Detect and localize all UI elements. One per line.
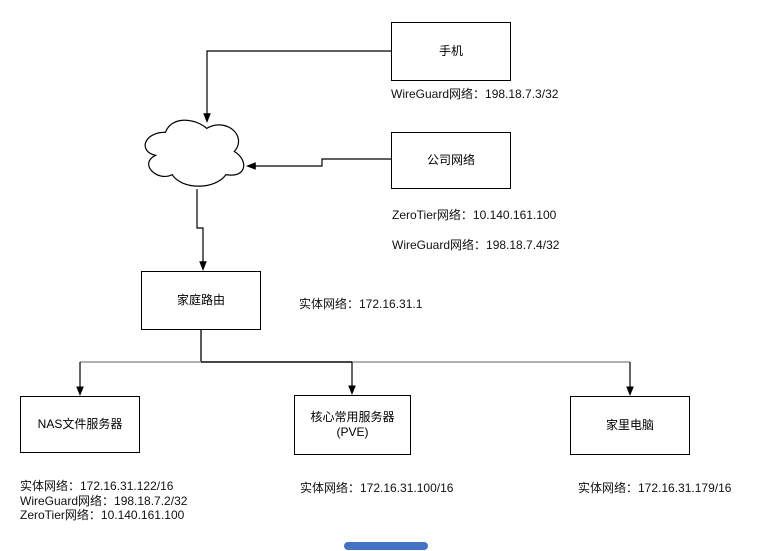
arrowhead-bus-to-pve	[348, 385, 356, 395]
bottom-scroll-indicator-bar[interactable]	[344, 542, 428, 550]
edge-cloud-to-router	[196, 189, 204, 263]
annotation-nas-block: 实体网络：172.16.31.122/16 WireGuard网络：198.18…	[20, 479, 187, 523]
node-pve-server[interactable]: 核心常用服务器 (PVE)	[294, 395, 411, 455]
annotation-phone-wireguard: WireGuard网络：198.18.7.3/32	[391, 87, 559, 101]
node-company-network[interactable]: 公司网络	[391, 132, 511, 189]
annotation-nas-wireguard: WireGuard网络：198.18.7.2/32	[20, 493, 188, 508]
node-phone-label: 手机	[438, 44, 463, 58]
annotation-nas-physical: 实体网络：172.16.31.122/16	[20, 479, 174, 493]
annotation-company-wireguard: WireGuard网络：198.18.7.4/32	[392, 238, 560, 252]
arrowhead-bus-to-pc	[626, 386, 634, 396]
arrowhead-company-to-cloud	[246, 162, 256, 170]
node-nas-label: NAS文件服务器	[37, 417, 123, 431]
node-pve-label-line2: (PVE)	[336, 425, 369, 439]
annotation-router-physical: 实体网络：172.16.31.1	[299, 297, 423, 311]
node-router-label: 家庭路由	[176, 293, 225, 307]
arrowhead-bus-to-nas	[76, 386, 84, 396]
annotation-pve-physical: 实体网络：172.16.31.100/16	[300, 481, 454, 495]
edge-phone-to-cloud	[206, 50, 391, 114]
annotation-pc-physical: 实体网络：172.16.31.179/16	[578, 481, 732, 495]
node-nas-server[interactable]: NAS文件服务器	[20, 396, 140, 453]
node-phone[interactable]: 手机	[391, 22, 511, 81]
internet-cloud-icon[interactable]	[144, 119, 245, 187]
annotation-company-zerotier: ZeroTier网络：10.140.161.100	[392, 208, 557, 222]
node-home-router[interactable]: 家庭路由	[141, 271, 261, 330]
node-pve-label-line1: 核心常用服务器	[310, 410, 395, 424]
node-company-label: 公司网络	[426, 153, 475, 167]
annotation-nas-zerotier: ZeroTier网络：10.140.161.100	[20, 508, 185, 523]
node-home-pc[interactable]: 家里电脑	[570, 396, 690, 455]
arrowhead-cloud-to-router	[199, 261, 207, 271]
node-pc-label: 家里电脑	[605, 418, 654, 432]
edge-company-to-cloud	[254, 158, 391, 167]
arrowhead-phone-to-cloud	[203, 113, 211, 123]
